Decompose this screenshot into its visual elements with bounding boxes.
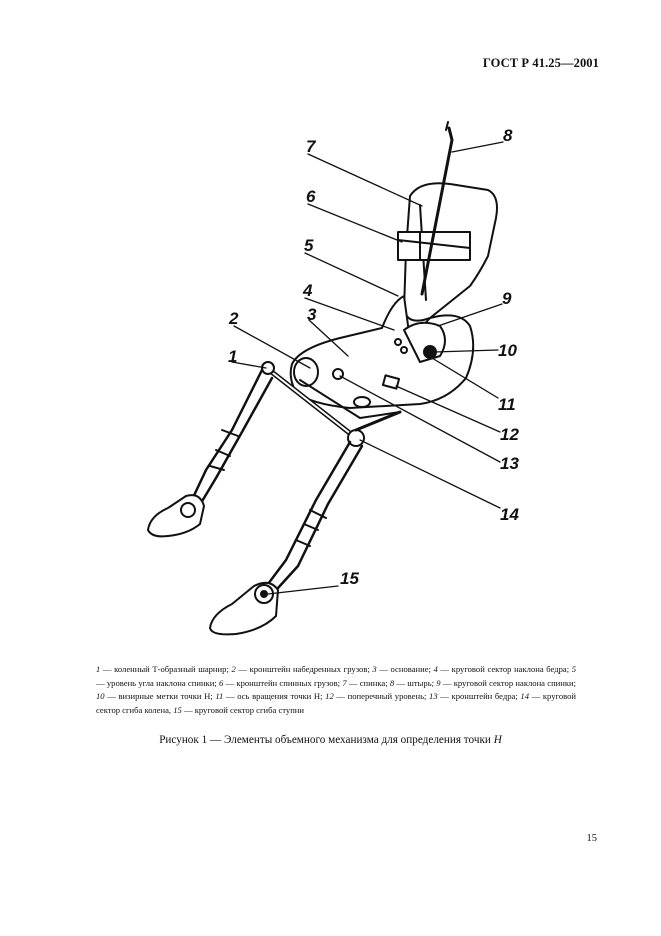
left-shoe: [147, 494, 205, 538]
callout-12: 12: [500, 425, 519, 444]
legend-num: 9: [436, 677, 441, 688]
legend-num: 11: [215, 691, 224, 702]
legend-num: 3: [372, 664, 377, 674]
legend-text: круговой сектор сгиба колена: [96, 691, 577, 715]
caption-text: Рисунок 1 — Элементы объемного механизма…: [159, 734, 491, 746]
legend-text: уровень угла наклона спинки: [106, 677, 215, 688]
callout-6: 6: [306, 187, 316, 206]
legend-text: кронштейн спинных грузов: [236, 677, 338, 688]
callout-14: 14: [500, 505, 519, 524]
legend-text: кронштейн набедренных грузов: [249, 664, 368, 674]
callout-5: 5: [304, 236, 314, 255]
callout-3: 3: [307, 305, 317, 324]
figure-caption: Рисунок 1 — Элементы объемного механизма…: [0, 734, 661, 746]
callout-2: 2: [228, 309, 239, 328]
legend-text: круговой сектор наклона бедра: [451, 664, 567, 674]
callout-13: 13: [500, 454, 519, 473]
legend-num: 14: [520, 691, 529, 702]
legend-text: ось вращения точки H: [237, 691, 321, 702]
legend-text: штырь: [407, 677, 432, 688]
legend-num: 2: [231, 664, 236, 674]
legend-num: 13: [429, 691, 438, 702]
left-leg: [188, 368, 264, 506]
legend-text: круговой сектор сгиба ступни: [194, 704, 304, 715]
figure-legend: 1 — коленный Т-образный шарнир; 2 — крон…: [96, 664, 577, 715]
callout-11: 11: [498, 395, 516, 414]
legend-text: круговой сектор наклона спинки: [453, 677, 574, 688]
legend-num: 10: [96, 691, 105, 702]
callout-9: 9: [502, 289, 512, 308]
legend-num: 8: [389, 677, 395, 688]
legend-text: кронштейн бедра: [451, 691, 516, 702]
legend-text: спинка: [359, 677, 386, 688]
legend-text: поперечный уровень: [347, 691, 425, 702]
legend-num: 15: [173, 704, 182, 715]
standard-number: ГОСТ Р 41.25—2001: [482, 56, 599, 70]
legend-num: 5: [571, 664, 577, 674]
legend-num: 1: [96, 664, 101, 674]
callout-7: 7: [306, 137, 317, 156]
legend-text: визирные метки точки H: [118, 691, 211, 702]
legend-num: 7: [342, 677, 347, 688]
legend-text: основание: [390, 664, 429, 674]
callout-8: 8: [503, 126, 513, 145]
right-leg: [266, 440, 352, 586]
callout-10: 10: [498, 341, 517, 360]
legend-num: 12: [325, 691, 334, 702]
legend-text: коленный Т-образный шарнир: [114, 664, 227, 674]
callout-15: 15: [340, 569, 359, 588]
caption-variable: H: [493, 734, 502, 746]
callout-1: 1: [228, 347, 237, 366]
callout-4: 4: [302, 281, 313, 300]
legend-num: 6: [218, 677, 224, 688]
page-number: 15: [586, 833, 598, 844]
legend-num: 4: [433, 664, 438, 674]
probe-rod: [420, 126, 454, 296]
